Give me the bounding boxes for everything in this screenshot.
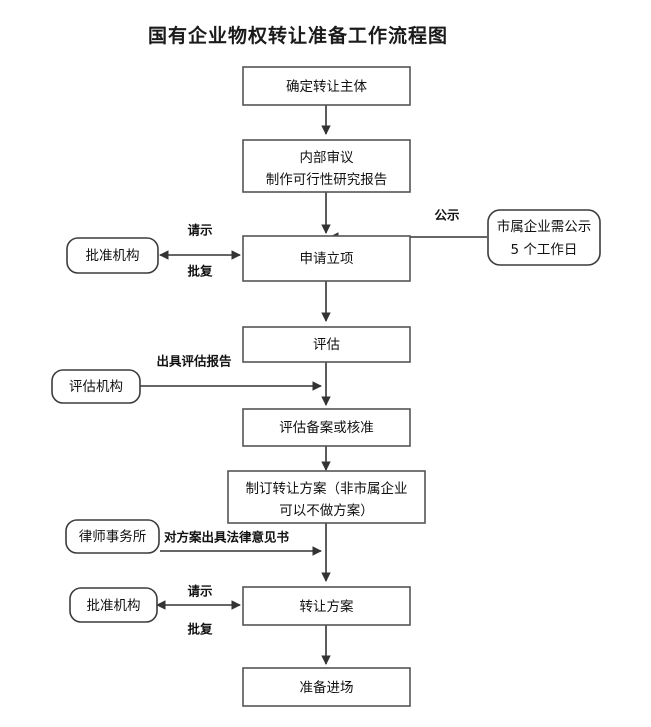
node-label: 批准机构 (86, 248, 140, 264)
edge-label-reply-lower: 批复 (187, 622, 213, 637)
node-label-line1: 内部审议 (300, 150, 354, 166)
node-label: 评估备案或核准 (279, 419, 374, 436)
node-prepare-entry[interactable]: 准备进场 (242, 667, 411, 707)
node-appraisal-filing-or-approval[interactable]: 评估备案或核准 (242, 408, 411, 447)
edge-label-reply-upper: 批复 (187, 264, 213, 279)
node-law-firm[interactable]: 律师事务所 (65, 519, 160, 554)
node-label-line2: 5 个工作日 (511, 242, 578, 258)
node-municipal-enterprise-public-notice[interactable]: 市属企业需公示 5 个工作日 (487, 209, 601, 266)
edge-label-legal-opinion: 对方案出具法律意见书 (164, 530, 290, 545)
node-label: 律师事务所 (79, 529, 147, 545)
node-label: 申请立项 (300, 251, 354, 267)
node-label: 批准机构 (87, 598, 141, 614)
edge-label-request-lower: 请示 (187, 584, 213, 599)
edge-label-request-upper: 请示 (187, 223, 213, 238)
node-transfer-plan[interactable]: 转让方案 (242, 586, 411, 626)
node-label: 评估 (313, 337, 340, 353)
node-label: 转让方案 (300, 598, 354, 615)
edge-label-public-notice: 公示 (434, 208, 460, 223)
node-label-line1: 制订转让方案（非市属企业 (246, 480, 408, 497)
node-label: 评估机构 (69, 379, 123, 395)
node-approval-authority-lower[interactable]: 批准机构 (69, 587, 158, 623)
node-appraisal-agency[interactable]: 评估机构 (51, 369, 141, 404)
node-label: 确定转让主体 (286, 79, 367, 95)
node-apply-project-initiation[interactable]: 申请立项 (242, 235, 411, 282)
node-determine-transfer-subject[interactable]: 确定转让主体 (242, 66, 411, 106)
edge-label-issue-appraisal-report: 出具评估报告 (156, 354, 232, 369)
page-title: 国有企业物权转让准备工作流程图 (148, 24, 448, 47)
node-internal-review[interactable]: 内部审议 制作可行性研究报告 (242, 139, 411, 193)
node-label-line2: 制作可行性研究报告 (266, 172, 388, 188)
node-approval-authority-upper[interactable]: 批准机构 (66, 237, 159, 274)
node-formulate-transfer-plan[interactable]: 制订转让方案（非市属企业 可以不做方案） (227, 470, 426, 524)
node-label-line1: 市属企业需公示 (497, 218, 592, 235)
node-label-line2: 可以不做方案） (279, 502, 374, 519)
node-label: 准备进场 (300, 679, 354, 696)
node-appraisal[interactable]: 评估 (242, 326, 411, 363)
